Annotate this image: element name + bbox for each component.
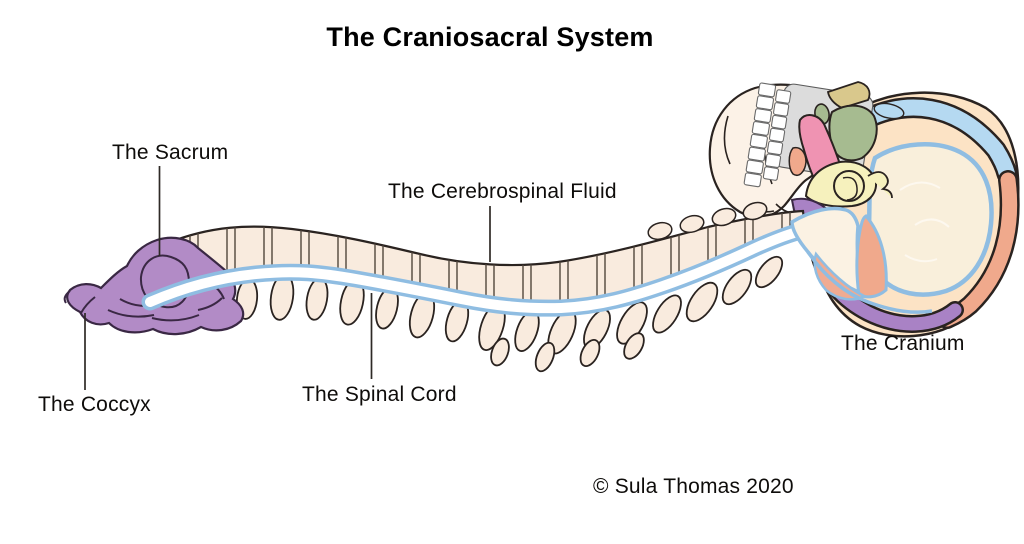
label-sacrum: The Sacrum — [112, 141, 229, 164]
label-cerebrospinal-fluid: The Cerebrospinal Fluid — [388, 180, 617, 203]
ear-canal — [833, 170, 865, 202]
ethmoid-bone — [826, 81, 871, 109]
label-coccyx: The Coccyx — [38, 393, 151, 416]
copyright-notice: © Sula Thomas 2020 — [593, 475, 794, 498]
skull-interior-group — [790, 171, 933, 314]
spine-group — [166, 201, 808, 373]
label-cranium: The Cranium — [841, 332, 965, 355]
label-spinal-cord: The Spinal Cord — [302, 383, 457, 406]
spinal-cord-channel — [141, 207, 849, 317]
diagram-title: The Craniosacral System — [326, 22, 654, 52]
sacrum-group — [63, 236, 245, 336]
